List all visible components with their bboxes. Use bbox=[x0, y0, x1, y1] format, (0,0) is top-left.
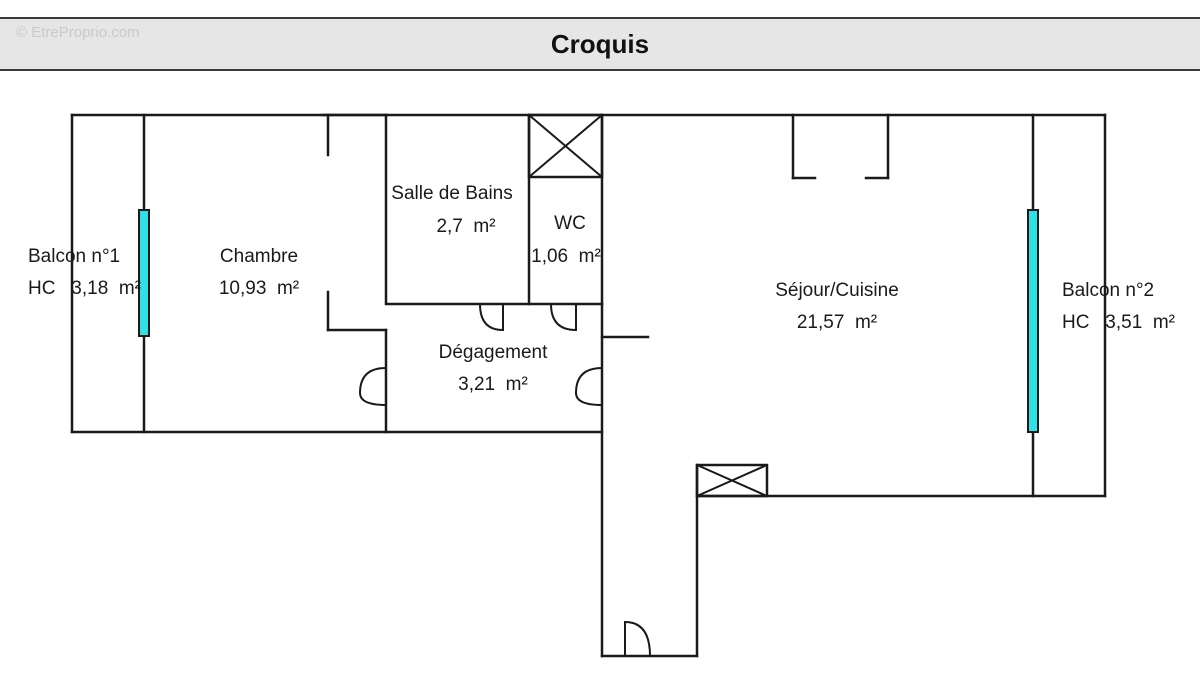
sejour-name: Séjour/Cuisine bbox=[775, 280, 899, 301]
bath-area: 2,7 m² bbox=[436, 216, 495, 237]
window-balcon1 bbox=[138, 209, 150, 337]
wc-area: 1,06 m² bbox=[531, 246, 601, 267]
chambre-name: Chambre bbox=[220, 246, 298, 267]
degagement-name: Dégagement bbox=[439, 342, 549, 363]
wc-walls bbox=[527, 113, 604, 306]
degagement-doors bbox=[359, 303, 603, 406]
kitchen-bay bbox=[791, 113, 890, 180]
page-header: Croquis bbox=[0, 17, 1200, 71]
degagement-area: 3,21 m² bbox=[458, 374, 528, 395]
balcon1-area: HC 3,18 m² bbox=[28, 278, 141, 299]
balcon2-name: Balcon n°2 bbox=[1062, 280, 1154, 301]
balcon2-area: HC 3,51 m² bbox=[1062, 312, 1175, 333]
sejour-area: 21,57 m² bbox=[797, 312, 877, 333]
entrance-door bbox=[624, 620, 651, 657]
window-balcon2 bbox=[1027, 209, 1039, 433]
watermark: © EtreProprio.com bbox=[16, 24, 140, 41]
shaft-top bbox=[527, 113, 604, 179]
bath-name: Salle de Bains bbox=[391, 183, 512, 204]
balcon1-name: Balcon n°1 bbox=[28, 246, 120, 267]
shaft-sejour bbox=[695, 463, 769, 498]
chambre-area: 10,93 m² bbox=[219, 278, 299, 299]
wc-name: WC bbox=[554, 213, 586, 234]
page-title: Croquis bbox=[550, 28, 650, 59]
chambre-wall bbox=[320, 113, 388, 434]
